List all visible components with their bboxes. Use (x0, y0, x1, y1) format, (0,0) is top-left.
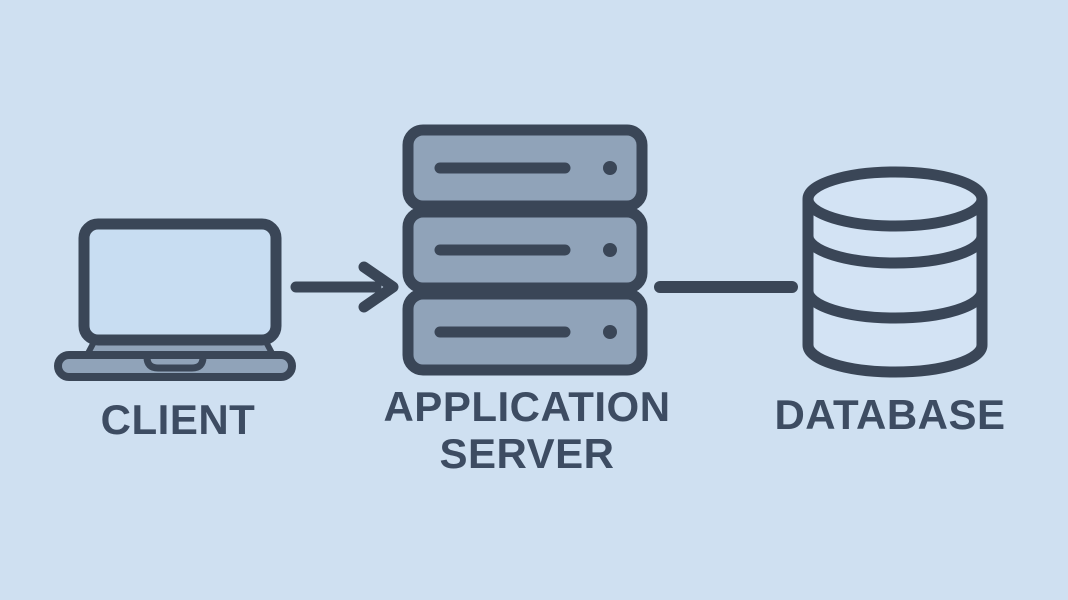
client-to-server-arrow (290, 261, 399, 313)
application-server-label: APPLICATION SERVER (383, 383, 671, 478)
laptop-icon (54, 218, 296, 381)
server-stack-icon (402, 124, 648, 376)
database-cylinder-icon (802, 166, 988, 378)
database-label: DATABASE (774, 391, 1006, 438)
client-label: CLIENT (100, 396, 256, 443)
